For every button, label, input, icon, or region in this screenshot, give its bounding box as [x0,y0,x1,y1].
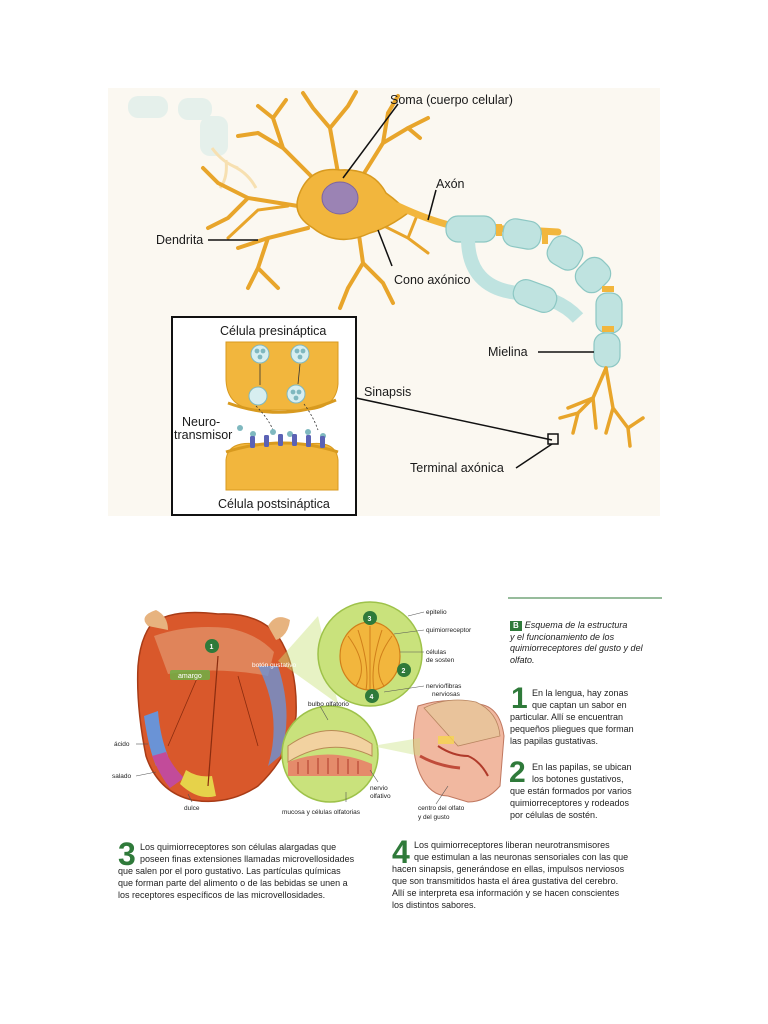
label-myelin: Mielina [488,345,528,359]
step-1-line-2: que captan un sabor en [532,700,627,712]
step-3-line-3: que salen por el poro gustativo. Las par… [118,866,341,878]
marker-2: 2 [402,668,406,675]
step-2-line-5: por células de sostén. [510,810,598,822]
postsynaptic-cell [226,443,338,490]
step-1-line-3: particular. Allí se encuentran [510,712,623,724]
label-acido: ácido [114,741,130,748]
step-2-line-1: En las papilas, se ubican [532,762,632,774]
step-3-line-2: poseen finas extensiones llamadas microv… [140,854,354,866]
label-nervio-olfativo-1: nervio [370,785,388,792]
step-1-line-1: En la lengua, hay zonas [532,688,628,700]
marker-4: 4 [370,694,374,701]
label-postsynaptic: Célula postsináptica [218,497,330,511]
step-4-line-1: Los quimiorreceptores liberan neurotrans… [414,840,610,852]
label-nervio-fibras-2: nerviosas [432,691,461,698]
label-quimiorreceptor: quimiorreceptor [426,627,472,634]
synapse-inset: Célula presináptica [172,317,356,515]
section-badge: B [510,621,522,631]
label-celulas-sosten-1: células [426,649,447,656]
label-axon-hillock: Cono axónico [394,273,470,287]
label-axon: Axón [436,177,465,191]
step-4-line-2: que estimulan a las neuronas sensoriales… [414,852,628,864]
label-nervio-fibras-1: nervio/fibras [426,683,462,690]
label-neurotransmitter-2: transmisor [174,428,232,442]
step-4-line-6: los distintos sabores. [392,900,476,912]
label-amargo: amargo [178,673,202,680]
label-mucosa: mucosa y células olfatorias [282,809,361,816]
heading-line-2: y el funcionamiento de los [510,632,614,642]
head-profile [413,700,504,804]
step-1-line-5: las papilas gustativas. [510,736,598,748]
label-axon-terminal: Terminal axónica [410,461,504,475]
taste-smell-diagram: 1 amargo 3 2 4 epite [108,596,662,922]
label-dulce: dulce [184,805,200,812]
marker-3: 3 [368,616,372,623]
label-presynaptic: Célula presináptica [220,324,326,338]
label-epitelio: epitelio [426,609,447,616]
heading-line-4: olfato. [510,655,535,665]
presynaptic-terminal [226,342,338,410]
myelin-sheaths [446,216,622,367]
label-centro-2: y del gusto [418,814,450,821]
neuron-illustration: Soma (cuerpo celular) Axón Dendrita Cono… [108,88,660,516]
axon-terminals [560,368,643,446]
step-2-line-4: quimiorreceptores y rodeados [510,798,629,810]
label-synapse: Sinapsis [364,385,411,399]
step-1-line-4: pequeños pliegues que forman [510,724,634,736]
heading-line-1: Esquema de la estructura [525,620,628,630]
label-celulas-sosten-2: de sosten [426,657,455,664]
heading-line-3: quimiorreceptores del gusto y del [510,643,643,653]
olfactory-circle [282,706,378,802]
step-3-line-1: Los quimiorreceptores son células alarga… [140,842,336,854]
background-neuron [128,96,256,188]
label-centro-1: centro del olfato [418,805,465,812]
label-soma: Soma (cuerpo celular) [390,93,513,107]
marker-1: 1 [210,644,214,651]
neuron-diagram: Soma (cuerpo celular) Axón Dendrita Cono… [108,88,660,516]
label-boton-gustativo: botón gustativo [252,662,296,669]
step-3-line-5: los receptores específicos de las microv… [118,890,325,902]
label-nervio-olfativo-2: olfativo [370,793,391,800]
label-bulbo-olfatorio: bulbo olfatorio [308,701,349,708]
step-2-number: 2 [509,758,526,788]
taste-bud-circle: 3 2 4 [278,602,424,706]
step-4-line-4: que son transmitidos hasta el área gusta… [392,876,618,888]
tongue: 1 amargo [138,610,297,801]
nucleus [322,182,358,214]
label-salado: salado [112,773,132,780]
step-3-line-4: que forman parte del alimento o de las b… [118,878,348,890]
step-4-line-3: hacen sinapsis, generándose en ellas, im… [392,864,624,876]
step-4-line-5: Allí se interpreta esa información y se … [392,888,619,900]
label-dendrite: Dendrita [156,233,203,247]
step-2-line-3: que están formados por varios [510,786,632,798]
step-2-line-2: los botones gustativos, [532,774,624,786]
step-1-number: 1 [511,684,528,714]
label-neurotransmitter-1: Neuro- [182,415,220,429]
